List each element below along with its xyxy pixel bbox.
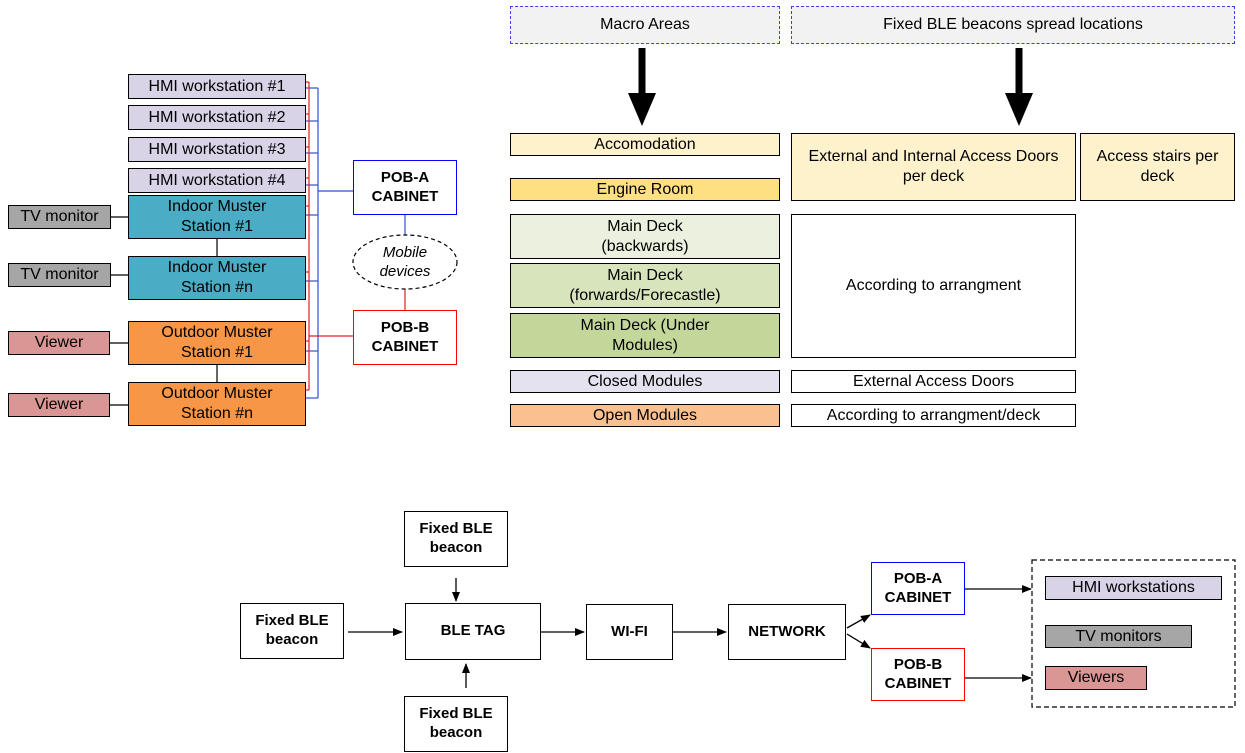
area-accomodation: Accomodation — [510, 133, 780, 156]
fixed-ble-beacon-left: Fixed BLE beacon — [240, 603, 344, 659]
hmi-workstation-3: HMI workstation #3 — [128, 137, 306, 162]
output-tv-monitors: TV monitors — [1045, 625, 1192, 648]
header-beacon-locations: Fixed BLE beacons spread locations — [791, 6, 1235, 44]
pob-a-cabinet-flow: POB-A CABINET — [871, 562, 965, 615]
pob-b-cabinet: POB-B CABINET — [353, 310, 457, 365]
location-arrangement-per-deck: According to arrangment/deck — [791, 404, 1076, 427]
output-hmi-workstations: HMI workstations — [1045, 576, 1222, 600]
indoor-muster-station-n: Indoor Muster Station #n — [128, 256, 306, 300]
fixed-ble-beacon-top: Fixed BLE beacon — [404, 511, 508, 567]
hmi-workstation-2: HMI workstation #2 — [128, 105, 306, 130]
wifi-node: WI-FI — [586, 604, 673, 660]
output-viewers: Viewers — [1045, 666, 1147, 690]
ble-tag: BLE TAG — [405, 603, 541, 660]
area-main-deck-backwards: Main Deck (backwards) — [510, 214, 780, 259]
area-closed-modules: Closed Modules — [510, 370, 780, 393]
indoor-muster-station-1: Indoor Muster Station #1 — [128, 195, 306, 239]
viewer-n: Viewer — [8, 393, 110, 417]
mobile-devices: Mobile devices — [379, 244, 431, 280]
pob-a-cabinet: POB-A CABINET — [353, 160, 457, 215]
area-main-deck-forwards: Main Deck (forwards/Forecastle) — [510, 263, 780, 308]
tv-monitor-n: TV monitor — [8, 263, 111, 287]
pob-b-cabinet-flow: POB-B CABINET — [871, 648, 965, 701]
location-according-to-arrangement: According to arrangment — [791, 214, 1076, 358]
hmi-workstation-4: HMI workstation #4 — [128, 168, 306, 193]
area-main-deck-under-modules: Main Deck (Under Modules) — [510, 313, 780, 358]
hmi-workstation-1: HMI workstation #1 — [128, 74, 306, 99]
outdoor-muster-station-1: Outdoor Muster Station #1 — [128, 321, 306, 365]
viewer-1: Viewer — [8, 331, 110, 355]
location-access-doors-per-deck: External and Internal Access Doors per d… — [791, 133, 1076, 201]
location-external-access-doors: External Access Doors — [791, 370, 1076, 393]
outdoor-muster-station-n: Outdoor Muster Station #n — [128, 382, 306, 426]
outputs-group-border — [1031, 559, 1236, 708]
fixed-ble-beacon-bottom: Fixed BLE beacon — [404, 696, 508, 752]
header-macro-areas: Macro Areas — [510, 6, 780, 44]
mobile-devices-ellipse — [352, 234, 458, 290]
network-node: NETWORK — [728, 604, 846, 660]
area-engine-room: Engine Room — [510, 178, 780, 201]
location-access-stairs: Access stairs per deck — [1080, 133, 1235, 201]
area-open-modules: Open Modules — [510, 404, 780, 427]
tv-monitor-1: TV monitor — [8, 205, 111, 229]
